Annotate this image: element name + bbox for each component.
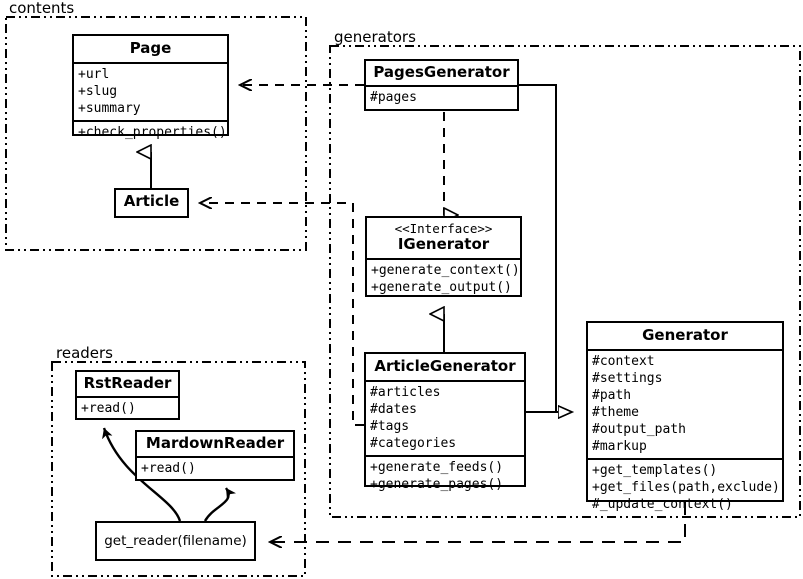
- attribute-row: #output_path: [592, 422, 686, 437]
- class-article-title: Article: [123, 192, 180, 210]
- attribute-row: #categories: [370, 436, 457, 451]
- class-pagesgenerator-title: PagesGenerator: [373, 63, 510, 81]
- class-generator-methods: +get_templates() +get_files(path,exclude…: [588, 458, 782, 516]
- package-label-readers: readers: [53, 345, 116, 361]
- class-rstreader[interactable]: RstReader +read(): [75, 370, 180, 420]
- function-get-reader-label: get_reader(filename): [104, 533, 247, 549]
- class-rstreader-methods: +read(): [77, 396, 178, 420]
- class-igenerator-stereotype: <<Interface>>: [394, 221, 493, 236]
- connector-get-reader-to-mardownreader: [203, 487, 237, 522]
- function-get-reader[interactable]: get_reader(filename): [95, 521, 256, 561]
- class-generator-title: Generator: [642, 326, 728, 344]
- class-generator-attributes: #context #settings #path #theme #output_…: [588, 349, 782, 458]
- class-mardownreader[interactable]: MardownReader +read(): [135, 430, 295, 481]
- package-label-contents: contents: [6, 0, 78, 16]
- class-articlegenerator-title: ArticleGenerator: [374, 357, 516, 375]
- class-igenerator[interactable]: <<Interface>> IGenerator +generate_conte…: [365, 216, 522, 297]
- package-frame-contents: [5, 16, 307, 251]
- connector-pagesgenerator-to-generator: [519, 84, 572, 412]
- attribute-row: #dates: [370, 402, 417, 417]
- attribute-row: #tags: [370, 419, 410, 434]
- method-row: +check_properties(): [78, 125, 227, 140]
- connector-generator-to-get-reader: [270, 502, 686, 542]
- class-page-methods: +check_properties(): [74, 120, 227, 144]
- class-generator[interactable]: Generator #context #settings #path #them…: [586, 321, 784, 512]
- class-igenerator-methods: +generate_context() +generate_output(): [367, 258, 520, 299]
- attribute-row: #context: [592, 354, 655, 369]
- class-article[interactable]: Article: [114, 188, 189, 218]
- class-pagesgenerator[interactable]: PagesGenerator #pages: [364, 59, 519, 111]
- method-row: +read(): [81, 401, 136, 416]
- method-row: +generate_pages(): [370, 477, 504, 492]
- package-frame-generators: [329, 45, 801, 518]
- class-articlegenerator-methods: +generate_feeds() +generate_pages(): [366, 455, 524, 496]
- attribute-row: #path: [592, 388, 632, 403]
- attribute-row: #settings: [592, 371, 663, 386]
- method-row: +read(): [141, 461, 196, 476]
- method-row: +generate_feeds(): [370, 460, 504, 475]
- method-row: +generate_context(): [371, 263, 520, 278]
- package-frame-readers: [51, 361, 306, 577]
- method-row: +generate_output(): [371, 280, 512, 295]
- attribute-row: #markup: [592, 439, 647, 454]
- class-articlegenerator[interactable]: ArticleGenerator #articles #dates #tags …: [364, 352, 526, 492]
- attribute-row: #theme: [592, 405, 639, 420]
- class-pagesgenerator-attributes: #pages: [366, 85, 517, 109]
- method-row: #_update_context(): [592, 497, 733, 512]
- connector-articlegenerator-to-article: [200, 203, 364, 426]
- attribute-row: #articles: [370, 385, 441, 400]
- class-page[interactable]: Page +url +slug +summary +check_properti…: [72, 34, 229, 140]
- method-row: +get_templates(): [592, 463, 718, 478]
- class-igenerator-title: IGenerator: [397, 235, 490, 253]
- attribute-row: +slug: [78, 84, 118, 99]
- class-mardownreader-methods: +read(): [137, 456, 293, 480]
- class-articlegenerator-attributes: #articles #dates #tags #categories: [366, 380, 524, 455]
- class-page-attributes: +url +slug +summary: [74, 62, 227, 120]
- connector-get-reader-to-rstreader: [102, 427, 182, 522]
- attribute-row: +summary: [78, 101, 141, 116]
- attribute-row: +url: [78, 67, 110, 82]
- package-label-generators: generators: [331, 29, 419, 45]
- class-mardownreader-title: MardownReader: [145, 434, 285, 452]
- class-rstreader-title: RstReader: [83, 374, 172, 392]
- method-row: +get_files(path,exclude): [592, 480, 780, 495]
- attribute-row: #pages: [370, 90, 417, 105]
- class-page-title: Page: [129, 39, 172, 57]
